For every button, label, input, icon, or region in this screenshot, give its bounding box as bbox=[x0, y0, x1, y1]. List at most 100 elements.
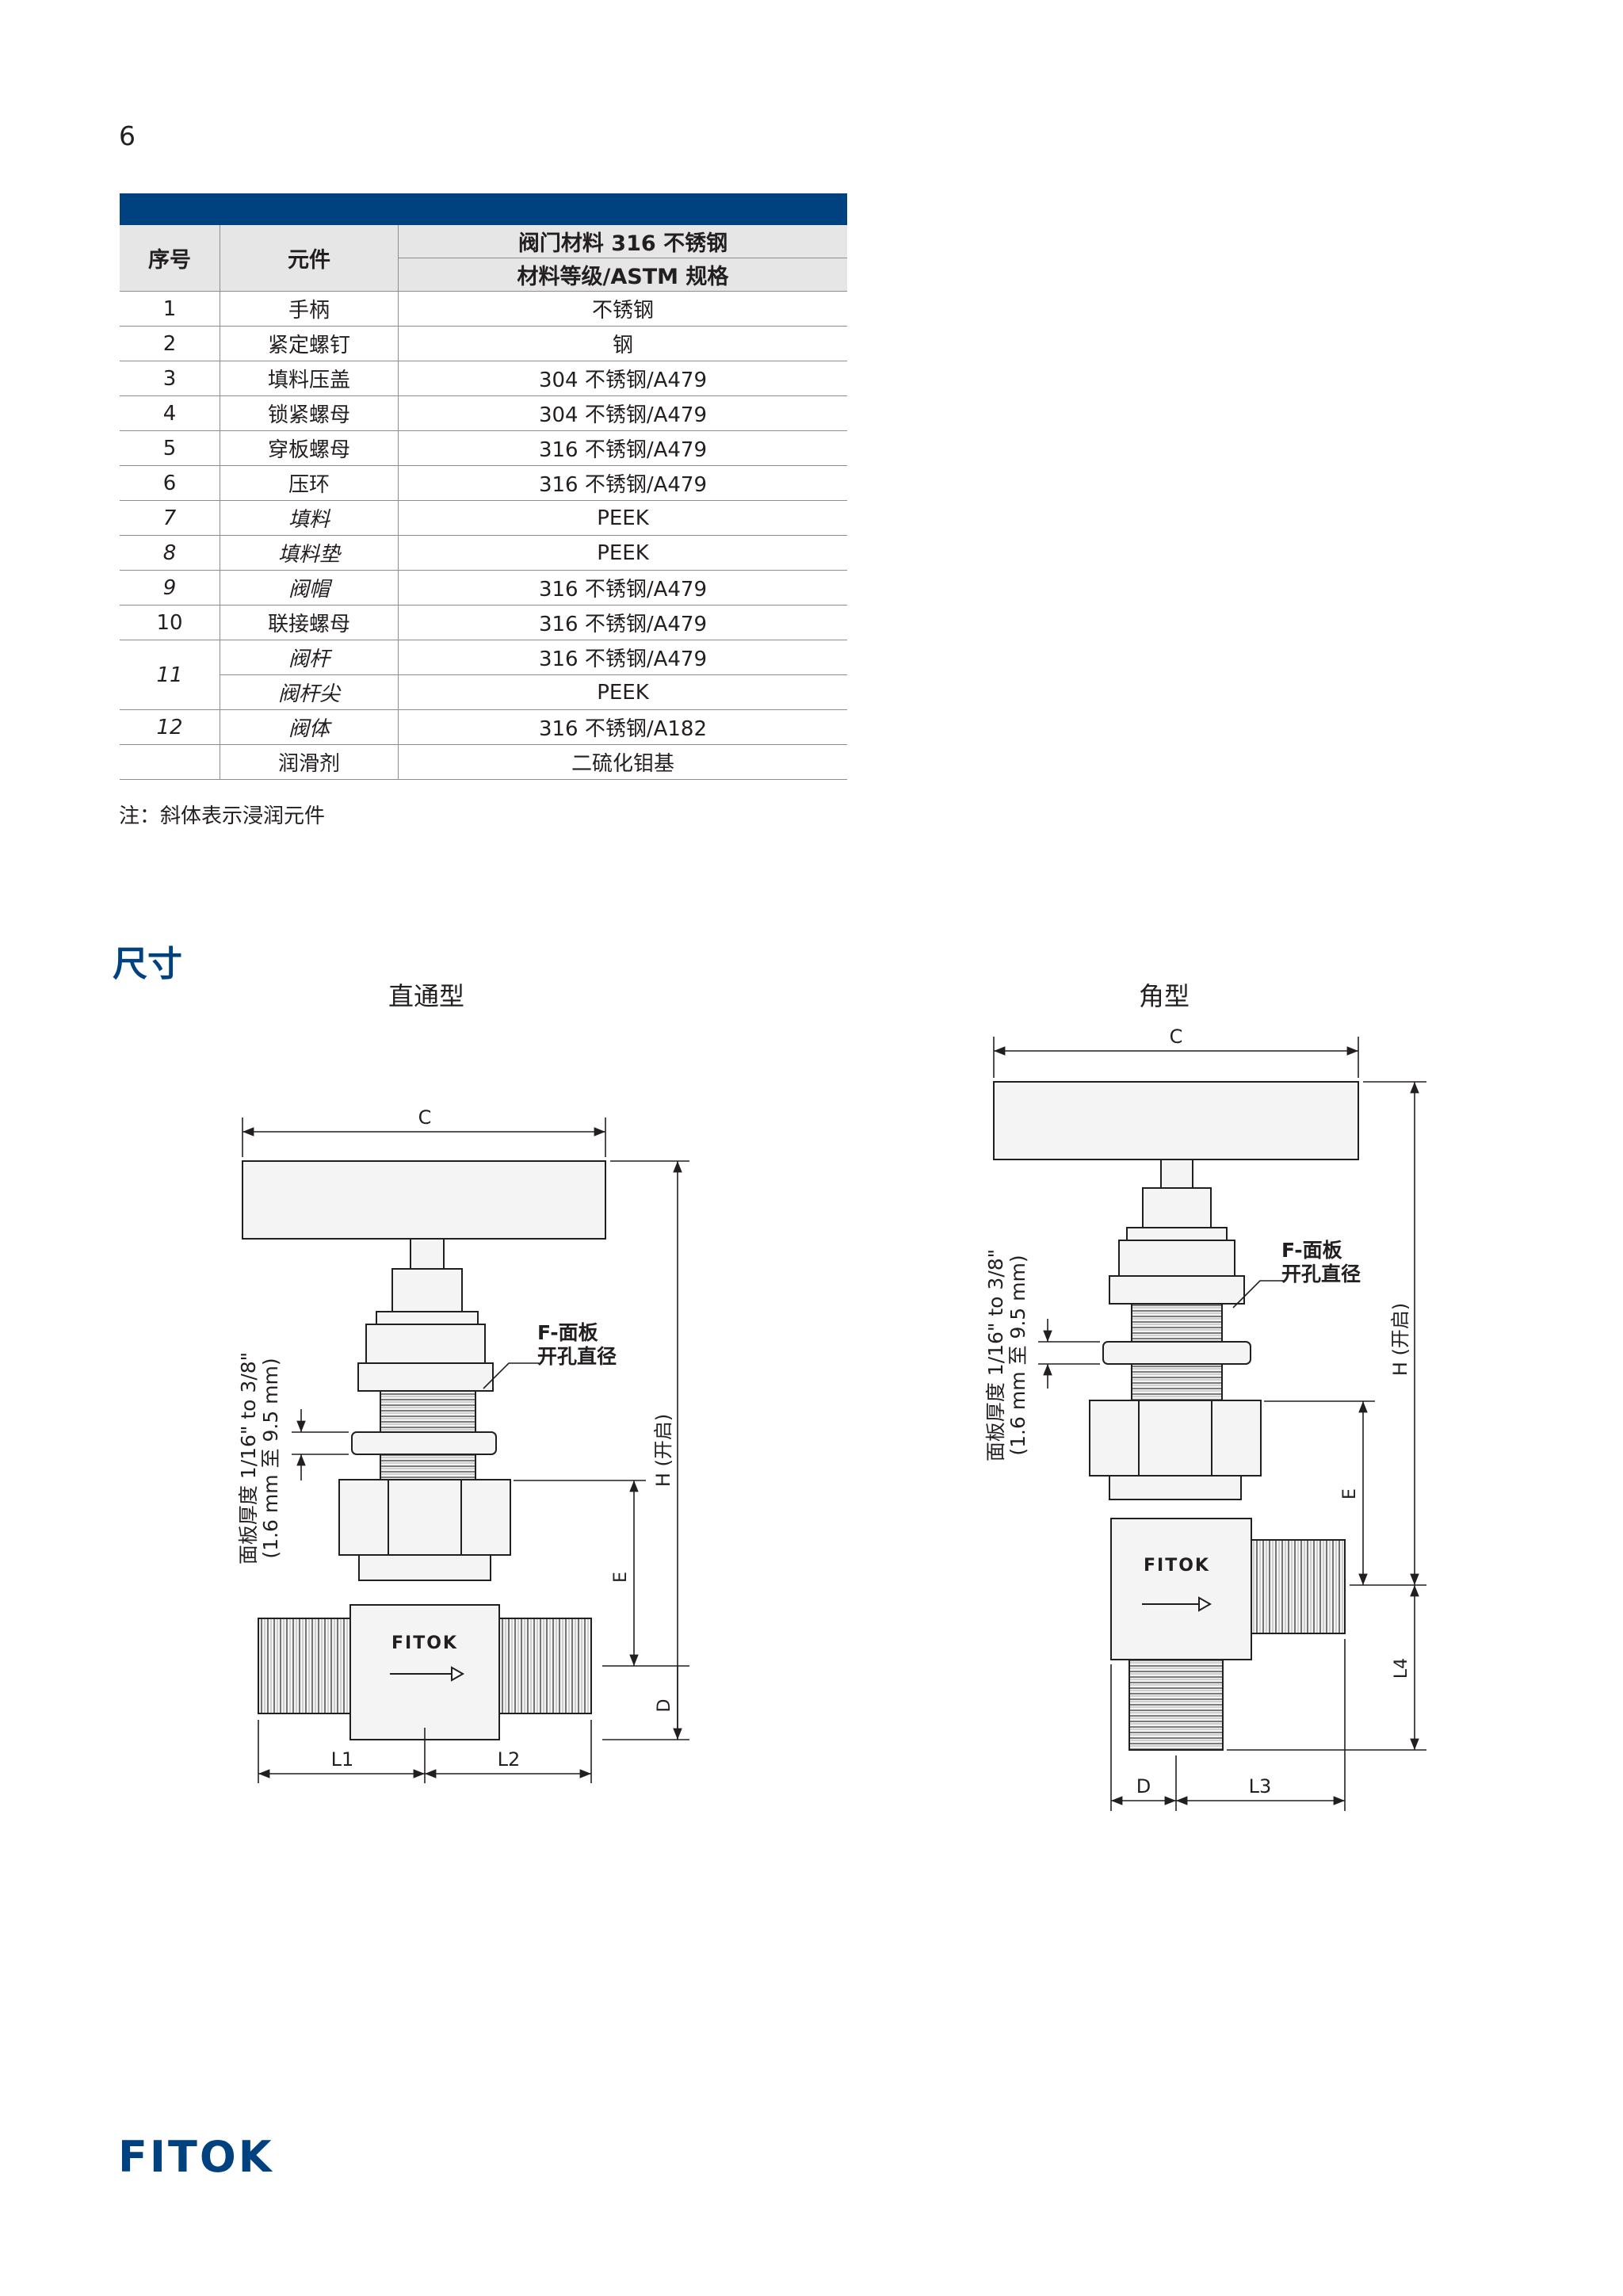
straight-valve-drawing bbox=[242, 1160, 606, 1740]
cell-part: 填料垫 bbox=[220, 535, 399, 571]
straight-lower-thread bbox=[380, 1454, 476, 1480]
cell-material: PEEK bbox=[398, 535, 847, 571]
angle-view-title: 角型 bbox=[1139, 981, 1190, 1011]
header-material-group: 阀门材料 316 不锈钢 bbox=[398, 225, 847, 258]
angle-bottom-port bbox=[1128, 1659, 1224, 1751]
straight-panel-thickness-line1: 面板厚度 1/16" to 3/8" bbox=[237, 1352, 260, 1564]
straight-dimension-lines bbox=[242, 1117, 689, 1783]
cell-part: 穿板螺母 bbox=[220, 430, 399, 466]
angle-f-leader bbox=[1232, 1280, 1284, 1308]
angle-packing-nut-flange bbox=[1109, 1275, 1245, 1305]
straight-bonnet-thread bbox=[380, 1390, 476, 1433]
straight-body-mark: FITOK bbox=[391, 1633, 458, 1653]
straight-label-e: E bbox=[611, 1572, 631, 1583]
table-header-row-2: 材料等级/ASTM 规格 bbox=[120, 258, 847, 292]
cell-no: 3 bbox=[120, 361, 220, 396]
straight-label-d: D bbox=[655, 1699, 674, 1713]
angle-body-mark: FITOK bbox=[1144, 1556, 1210, 1576]
cell-no: 4 bbox=[120, 395, 220, 431]
cell-material: 二硫化钼基 bbox=[398, 744, 847, 780]
cell-material: 不锈钢 bbox=[398, 291, 847, 327]
cell-part: 阀帽 bbox=[220, 570, 399, 606]
straight-label-l2: L2 bbox=[498, 1748, 521, 1771]
header-material-spec: 材料等级/ASTM 规格 bbox=[398, 258, 847, 292]
angle-body bbox=[1110, 1518, 1252, 1660]
angle-label-c: C bbox=[1170, 1026, 1183, 1048]
angle-valve-drawing bbox=[993, 1081, 1359, 1751]
straight-label-c: C bbox=[418, 1106, 432, 1129]
angle-dimension-lines bbox=[993, 1037, 1426, 1811]
straight-washer bbox=[376, 1311, 479, 1325]
angle-washer bbox=[1126, 1227, 1228, 1241]
cell-no bbox=[120, 744, 220, 780]
straight-label-h: H (开启) bbox=[652, 1414, 674, 1487]
cell-no: 9 bbox=[120, 570, 220, 606]
straight-body bbox=[349, 1604, 500, 1740]
cell-no: 8 bbox=[120, 535, 220, 571]
cell-no: 12 bbox=[120, 709, 220, 745]
straight-handle-hub bbox=[410, 1238, 445, 1270]
page-number: 6 bbox=[119, 120, 136, 151]
cell-material: 316 不锈钢/A479 bbox=[398, 430, 847, 466]
cell-part: 润滑剂 bbox=[220, 744, 399, 780]
straight-right-port bbox=[498, 1618, 592, 1714]
angle-handle bbox=[993, 1081, 1359, 1160]
angle-side-port bbox=[1251, 1539, 1346, 1634]
header-part: 元件 bbox=[220, 225, 399, 292]
cell-no: 11 bbox=[120, 640, 220, 710]
table-row: 润滑剂二硫化钼基 bbox=[120, 744, 847, 780]
cell-part: 填料 bbox=[220, 500, 399, 536]
angle-panel-thickness-line2: (1.6 mm 至 9.5 mm) bbox=[1006, 1255, 1029, 1455]
angle-label-l3: L3 bbox=[1249, 1775, 1272, 1797]
straight-panel-nut bbox=[351, 1431, 497, 1455]
angle-label-d: D bbox=[1136, 1775, 1151, 1797]
angle-panel-nut bbox=[1102, 1341, 1251, 1365]
angle-handle-hub bbox=[1160, 1159, 1193, 1189]
cell-no: 7 bbox=[120, 500, 220, 536]
cell-part: 联接螺母 bbox=[220, 605, 399, 640]
cell-part: 阀体 bbox=[220, 709, 399, 745]
cell-material: 316 不锈钢/A479 bbox=[398, 570, 847, 606]
cell-material: 316 不锈钢/A479 bbox=[398, 605, 847, 640]
cell-material: 316 不锈钢/A479 bbox=[398, 640, 847, 675]
straight-label-l1: L1 bbox=[331, 1748, 354, 1771]
section-title: 尺寸 bbox=[113, 944, 182, 984]
cell-part: 阀杆尖 bbox=[220, 674, 399, 710]
angle-stem-nut bbox=[1142, 1187, 1212, 1228]
cell-no: 6 bbox=[120, 465, 220, 501]
table-header-bar bbox=[120, 193, 847, 225]
angle-label-l4: L4 bbox=[1392, 1658, 1411, 1679]
wetted-note: 注：斜体表示浸润元件 bbox=[119, 804, 326, 828]
straight-union-nut bbox=[338, 1479, 511, 1556]
cell-part: 手柄 bbox=[220, 291, 399, 327]
straight-flow-arrow-head bbox=[451, 1666, 465, 1682]
angle-flow-arrow-head bbox=[1198, 1596, 1212, 1612]
straight-packing-nut-flange bbox=[357, 1362, 494, 1392]
angle-bonnet-collar bbox=[1109, 1475, 1242, 1500]
table-header-row: 序号 元件 阀门材料 316 不锈钢 bbox=[120, 225, 847, 292]
angle-label-e: E bbox=[1340, 1488, 1360, 1499]
straight-panel-hole-line1: F-面板 bbox=[537, 1321, 598, 1344]
angle-union-nut bbox=[1089, 1400, 1262, 1477]
straight-view-title: 直通型 bbox=[388, 981, 465, 1011]
cell-no: 1 bbox=[120, 291, 220, 327]
cell-material: 304 不锈钢/A479 bbox=[398, 361, 847, 396]
straight-f-leader bbox=[483, 1362, 539, 1389]
fitok-logo: FITOK bbox=[118, 2132, 274, 2182]
cell-no: 2 bbox=[120, 326, 220, 361]
